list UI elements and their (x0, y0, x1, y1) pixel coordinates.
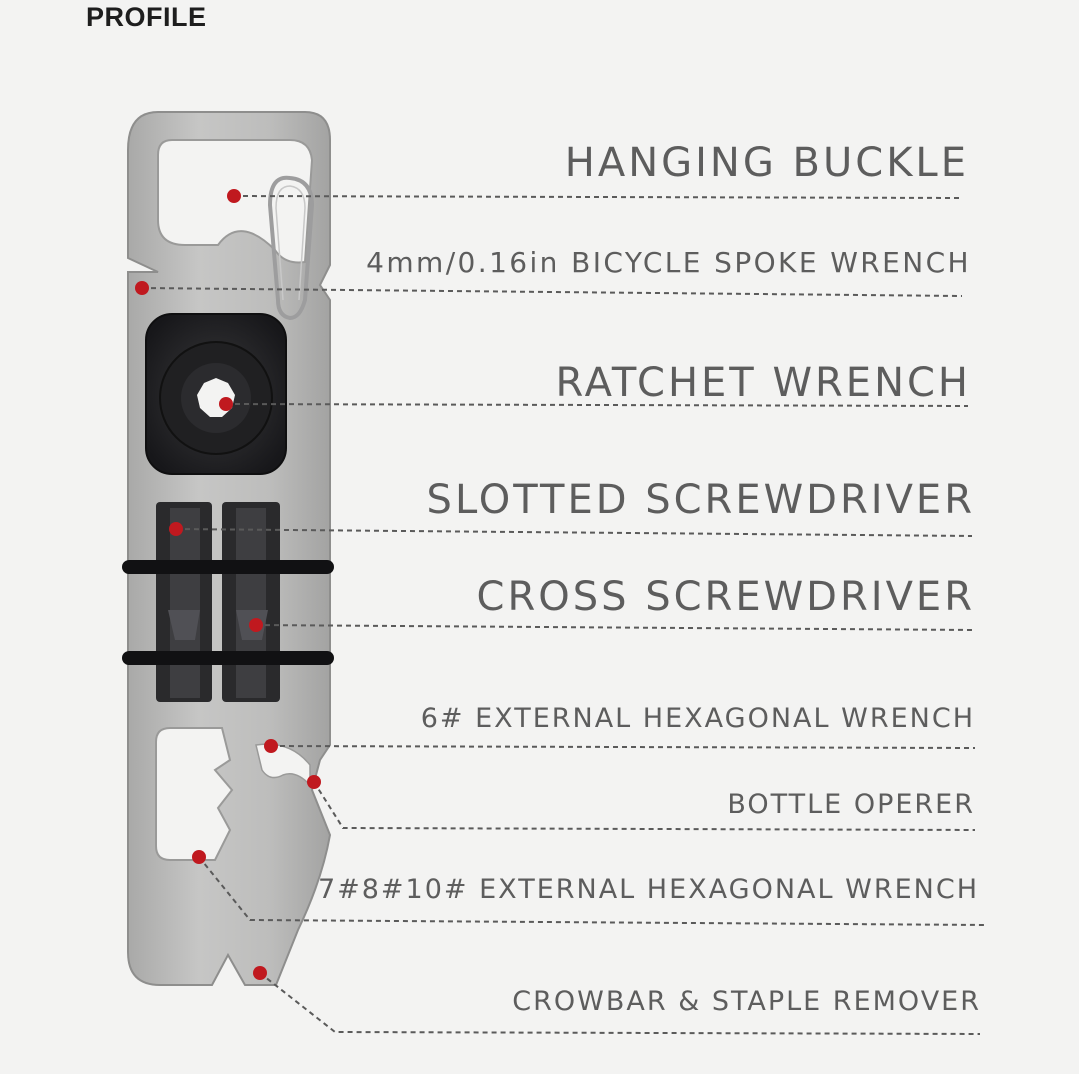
marker-cross-screwdriver (249, 618, 263, 632)
marker-slotted-screwdriver (169, 522, 183, 536)
label-hanging-buckle: HANGING BUCKLE (564, 140, 969, 186)
callout-markers (135, 189, 321, 980)
marker-hex-wrench-6 (264, 739, 278, 753)
label-spoke-wrench: 4mm/0.16in BICYCLE SPOKE WRENCH (366, 246, 971, 279)
label-ratchet-wrench: RATCHET WRENCH (555, 360, 971, 406)
rubber-band-bottom (122, 651, 334, 665)
label-cross-screwdriver: CROSS SCREWDRIVER (476, 574, 975, 620)
label-crowbar: CROWBAR & STAPLE REMOVER (512, 986, 981, 1017)
marker-hanging-buckle (227, 189, 241, 203)
marker-crowbar (253, 966, 267, 980)
page-title: PROFILE (86, 2, 207, 32)
rubber-band-top (122, 560, 334, 574)
marker-spoke-wrench (135, 281, 149, 295)
wire-clip (267, 175, 315, 321)
label-bottle-opener: BOTTLE OPERER (727, 789, 975, 820)
marker-hex-wrench-7-8-10 (192, 850, 206, 864)
label-slotted-screwdriver: SLOTTED SCREWDRIVER (426, 477, 975, 523)
label-hex-wrench-6: 6# EXTERNAL HEXAGONAL WRENCH (420, 703, 975, 734)
hex-wrench-opening (155, 727, 234, 861)
leader-lines (141, 195, 986, 1035)
marker-bottle-opener (307, 775, 321, 789)
marker-ratchet-wrench (219, 397, 233, 411)
bottle-opener-notch (255, 743, 311, 787)
label-hex-wrench-7-8-10: 7#8#10# EXTERNAL HEXAGONAL WRENCH (317, 874, 979, 905)
